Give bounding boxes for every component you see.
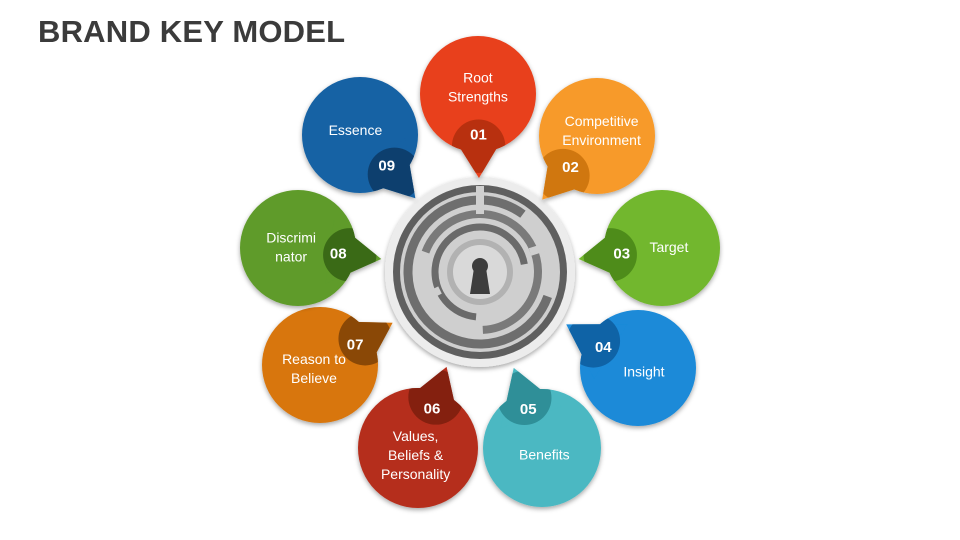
petal-09: 09 Essence: [302, 77, 418, 199]
petal-number: 08: [330, 245, 347, 262]
petal-label: Values,Beliefs &Personality: [381, 428, 450, 482]
petal-number: 01: [470, 127, 487, 144]
petal-label: Target: [649, 239, 688, 255]
petal-number: 02: [562, 159, 579, 176]
petal-shape: [483, 367, 601, 507]
petal-number: 04: [595, 339, 612, 356]
petal-number: 05: [520, 401, 537, 418]
petal-03: 03 Target: [578, 190, 720, 306]
petal-number: 06: [424, 400, 441, 417]
page-title: BRAND KEY MODEL: [38, 14, 346, 49]
petal-number: 03: [613, 245, 630, 262]
petal-number: 07: [347, 337, 364, 354]
petal-label: Benefits: [519, 447, 570, 463]
petal-number-badge: [539, 148, 590, 200]
petal-number-badge: [367, 147, 418, 199]
petal-number-badge: [566, 314, 621, 368]
petal-label: Insight: [623, 364, 664, 380]
keyhole-maze-icon: [385, 177, 575, 367]
petal-label: Essence: [329, 122, 383, 138]
petal-number: 09: [378, 158, 395, 175]
